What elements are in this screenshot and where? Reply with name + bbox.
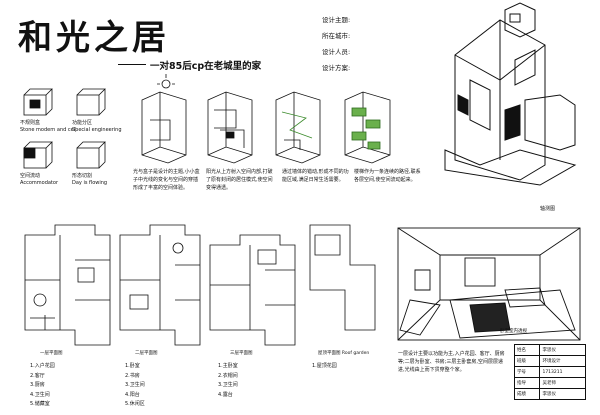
floor-plan-1 xyxy=(24,224,111,346)
plan2-legend-item: 2.书房 xyxy=(125,372,140,379)
plan3-legend-item: 4.露台 xyxy=(218,391,233,398)
plan1-legend-item: 4.卫生间 xyxy=(30,391,50,398)
concept-label-4: 形态切割 Day is flowing xyxy=(72,173,107,187)
table-row: 成绩李思仪 xyxy=(513,388,586,400)
concept-cube-4 xyxy=(76,141,106,169)
note-4: 楼梯作为一条连续的路径,联系各层空间,使空间流动起来。 xyxy=(354,169,421,183)
table-cell: 李思仪 xyxy=(539,344,586,356)
plan2-legend: 1.卧室 2.书房 3.卫生间 4.阳台 5.休闲区 xyxy=(125,362,145,410)
note-3: 通过墙体的错动,形成不同的功能区域,满足日常生活需要。 xyxy=(282,169,349,183)
concept-label-2-en: Special engineering xyxy=(72,127,122,133)
concept-cube-2 xyxy=(76,88,106,116)
plan2-legend-item: 5.休闲区 xyxy=(125,401,145,407)
plan1-caption: 一层平面图 xyxy=(40,351,63,356)
concept-cube-1 xyxy=(23,88,53,116)
note-1: 光与盒子是设计的主题,小小盒子中光线的变化与空间的穿插形成了丰富的空间体验。 xyxy=(133,169,200,191)
table-cell: 学号 xyxy=(513,366,541,378)
concept-label-1-zh: 不规则盒 xyxy=(20,120,41,126)
plan4-caption: 屋顶平面图 Roof garden xyxy=(318,351,370,356)
interior-perspective xyxy=(397,227,581,341)
process-diagram-4 xyxy=(344,91,391,164)
plan1-legend-item: 1.入户花园 xyxy=(30,363,55,369)
info-line-3: 设计人员: xyxy=(322,48,351,56)
table-cell: 环境设计 xyxy=(539,355,586,367)
table-cell: 指导 xyxy=(513,377,541,389)
plan1-legend-item: 3.厨房 xyxy=(30,382,45,388)
axonometric-building xyxy=(444,2,577,186)
concept-cube-3 xyxy=(23,141,53,169)
plan3-legend-item: 1.主卧室 xyxy=(218,363,238,369)
info-line-4: 设计方案: xyxy=(322,64,351,72)
plan3-legend-item: 3.卫生间 xyxy=(218,382,238,388)
plan1-legend: 1.入户花园 2.客厅 3.厨房 4.卫生间 5.储藏室 xyxy=(30,362,55,410)
plan2-legend-item: 1.卧室 xyxy=(125,363,140,369)
floor-plan-2 xyxy=(119,224,201,346)
concept-label-4-en: Day is flowing xyxy=(72,180,108,186)
plan4-legend: 1.屋顶花园 xyxy=(312,362,337,372)
plan4-legend-item: 1.屋顶花园 xyxy=(312,363,337,369)
floor-plan-3 xyxy=(209,234,296,346)
page-subtitle: 一对85后cp在老城里的家 xyxy=(150,61,262,72)
info-line-1: 设计主题: xyxy=(322,16,351,24)
design-description: 一层设计主要以功能为主,入户花园、客厅、厨房等;二层为卧室、书房;三层主卧套房,… xyxy=(398,351,505,373)
info-line-2: 所在城市: xyxy=(322,32,351,40)
table-row: 姓名李思仪 xyxy=(513,344,586,356)
axon-label: 轴测图 xyxy=(540,206,556,212)
plan3-legend-item: 2.衣帽间 xyxy=(218,372,238,379)
plan1-legend-item: 5.储藏室 xyxy=(30,401,50,407)
table-cell: 李思仪 xyxy=(539,388,586,400)
table-cell: 1713211 xyxy=(539,366,586,378)
concept-label-4-zh: 形态切割 xyxy=(72,173,93,179)
concept-label-2: 功能分区 Special engineering xyxy=(72,120,122,134)
table-cell: 吴老师 xyxy=(539,377,586,389)
table-row: 指导吴老师 xyxy=(513,377,586,389)
concept-label-3: 空间流动 Accommodator xyxy=(20,173,58,187)
subtitle-dash xyxy=(118,64,146,65)
note-2: 阳光从上方射入空间内部,打破了原有封闭的居住模式,使空间变得通透。 xyxy=(206,169,273,191)
concept-label-2-zh: 功能分区 xyxy=(72,120,93,126)
plan3-legend: 1.主卧室 2.衣帽间 3.卫生间 4.露台 xyxy=(218,362,238,400)
floor-plan-4 xyxy=(309,224,376,331)
plan2-caption: 二层平面图 xyxy=(135,351,158,356)
process-diagram-2 xyxy=(207,91,253,164)
perspective-caption: 卧室室内透视 xyxy=(500,329,527,334)
process-diagram-3 xyxy=(275,91,321,164)
plan2-legend-item: 4.阳台 xyxy=(125,391,140,398)
concept-label-1: 不规则盒 Stone modern and cell xyxy=(20,120,77,134)
page-title: 和光之居 xyxy=(18,18,170,58)
plan2-legend-item: 3.卫生间 xyxy=(125,382,145,388)
table-cell: 班级 xyxy=(513,355,541,367)
concept-label-1-en: Stone modern and cell xyxy=(20,127,77,133)
plan3-caption: 三层平面图 xyxy=(230,351,253,356)
table-row: 班级环境设计 xyxy=(513,355,586,367)
table-cell: 成绩 xyxy=(513,388,541,400)
project-info: 设计主题: 所在城市: 设计人员: 设计方案: xyxy=(322,12,442,76)
table-cell: 姓名 xyxy=(513,344,541,356)
concept-label-3-zh: 空间流动 xyxy=(20,173,41,179)
process-diagram-1 xyxy=(141,74,187,164)
concept-label-3-en: Accommodator xyxy=(20,180,59,186)
plan1-legend-item: 2.客厅 xyxy=(30,372,45,379)
